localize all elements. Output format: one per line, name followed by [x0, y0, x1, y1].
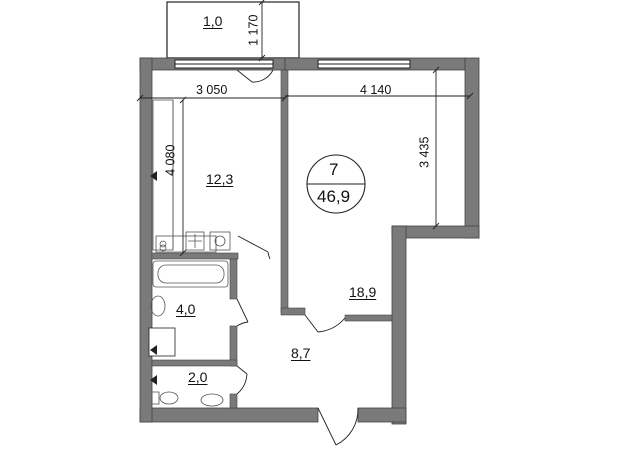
total-area: 46,9	[317, 187, 351, 206]
door-swings	[236, 69, 359, 446]
living-room-area-label: 18,9	[349, 284, 377, 300]
apartment-marker	[306, 154, 366, 214]
living-width-dimension: 4 140	[360, 83, 392, 97]
window-openings	[174, 59, 411, 69]
balcony-depth-dimension: 1 170	[246, 14, 261, 46]
interior-walls	[151, 69, 393, 409]
balcony-area-label: 1,0	[203, 13, 223, 29]
dimension-lines	[136, 0, 474, 257]
kitchen-area-label: 12,3	[206, 171, 234, 187]
hallway-area-label: 8,7	[291, 345, 311, 361]
kitchen-width-dimension: 3 050	[196, 83, 228, 97]
apartment-number: 7	[329, 160, 339, 179]
wc-area-label: 2,0	[188, 369, 208, 385]
bathroom-area-label: 4,0	[176, 301, 196, 317]
balcony-outline	[166, 1, 300, 59]
kitchen-length-dimension: 4 080	[163, 144, 178, 176]
living-length-dimension: 3 435	[417, 136, 432, 168]
riser-markers	[150, 171, 157, 385]
wc-fixtures	[151, 391, 224, 407]
